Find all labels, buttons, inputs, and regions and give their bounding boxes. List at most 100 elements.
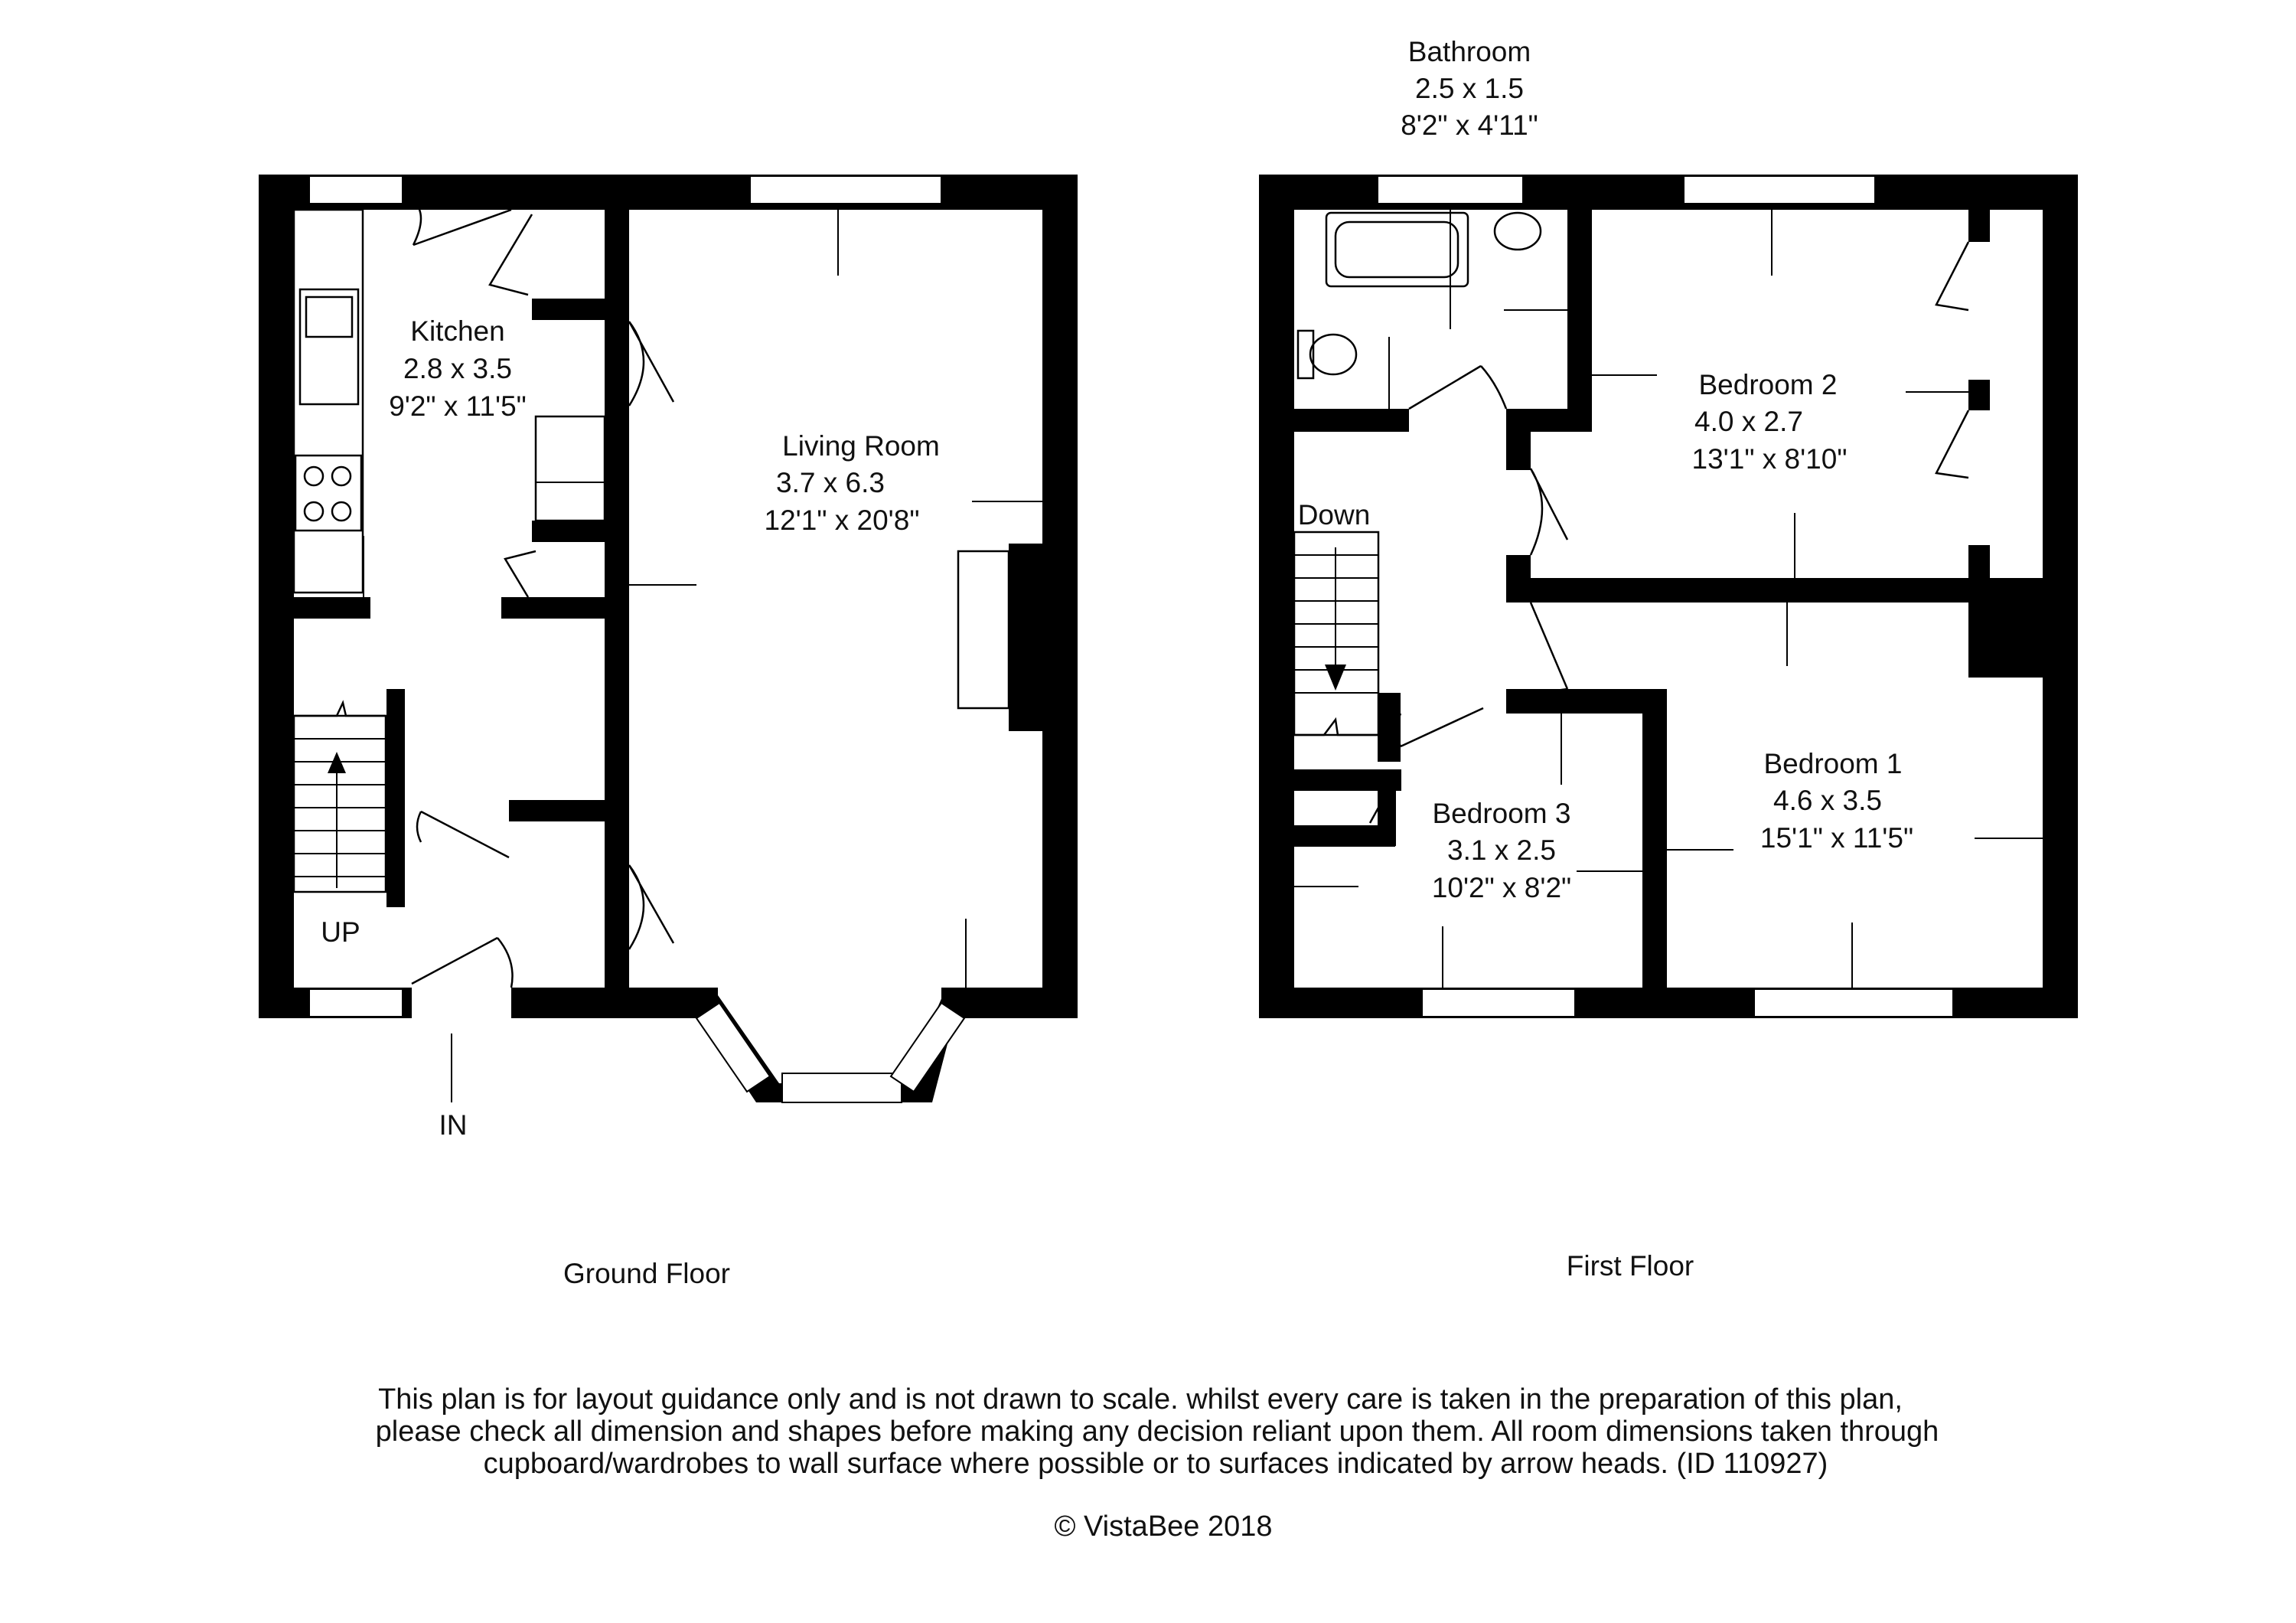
ground-partition-hall-cupboard xyxy=(509,800,608,821)
toilet-bowl xyxy=(1309,333,1358,376)
bedroom1-metric: 4.6 x 3.5 xyxy=(1773,785,1882,816)
bedroom1-door xyxy=(1529,602,1569,694)
ground-dimension-arrows xyxy=(363,210,1042,1102)
kitchen-imperial: 9'2" x 11'5" xyxy=(389,390,527,422)
bedroom3-door xyxy=(1395,707,1484,748)
bed2-wall-bottom xyxy=(1506,578,1981,603)
bedroom3-metric: 3.1 x 2.5 xyxy=(1447,834,1556,866)
bedroom2-door xyxy=(1529,468,1569,556)
living-imperial: 12'1" x 20'8" xyxy=(765,505,920,536)
ground-partition-kitchen-hall xyxy=(294,597,370,619)
bedroom2-imperial: 13'1" x 8'10" xyxy=(1692,443,1848,475)
kitchen-metric: 2.8 x 3.5 xyxy=(403,353,512,384)
kitchen-cupboard xyxy=(534,415,606,522)
kitchen-hob xyxy=(294,454,363,532)
bedroom1-name: Bedroom 1 xyxy=(1764,748,1903,779)
kitchen-sink-bowl xyxy=(305,296,354,338)
first-wall-left xyxy=(1259,175,1294,1018)
bedroom3-window xyxy=(1421,988,1576,1017)
ground-wall-left xyxy=(259,175,294,1018)
stair-up-arrow-head xyxy=(328,752,346,773)
bed2-wardrobe-door-2 xyxy=(1935,410,1970,479)
front-door xyxy=(411,936,514,988)
bed2-wardrobe-top xyxy=(1968,210,1990,242)
bed3-wall-top xyxy=(1506,689,1667,714)
ground-partition-main xyxy=(605,210,629,988)
living-door-bottom xyxy=(628,864,675,950)
copyright-text: © VistaBee 2018 xyxy=(1054,1510,1272,1543)
ground-stair-wall xyxy=(386,689,405,907)
living-top-window xyxy=(749,175,942,204)
ground-wall-bottom-mid xyxy=(511,988,718,1018)
bed1-bed3-wall xyxy=(1642,689,1667,988)
bathroom-window xyxy=(1377,175,1524,204)
ground-staircase xyxy=(292,700,387,893)
kitchen-sink xyxy=(298,288,360,406)
disclaimer-line-3: cupboard/wardrobes to wall surface where… xyxy=(484,1448,1828,1480)
kitchen-name: Kitchen xyxy=(410,315,504,347)
footer: This plan is for layout guidance only an… xyxy=(376,1383,1939,1543)
hall-door xyxy=(416,810,510,859)
bay-window-right xyxy=(889,1001,966,1093)
bath-tub-inner xyxy=(1334,220,1459,279)
bedroom3-imperial: 10'2" x 8'2" xyxy=(1432,872,1571,903)
hob-ring-4 xyxy=(331,501,352,522)
bathroom-metric: 2.5 x 1.5 xyxy=(1415,73,1524,104)
stair-up-label: UP xyxy=(321,916,360,948)
ground-partition-cupboard-low xyxy=(501,597,608,619)
living-door-top xyxy=(628,321,675,407)
kitchen-worktop xyxy=(292,208,364,594)
first-wall-right xyxy=(2043,175,2078,1018)
wash-basin xyxy=(1493,211,1542,251)
bathroom-wall-bottom-left xyxy=(1294,409,1409,432)
kitchen-cupboard-door-top xyxy=(488,214,533,296)
bathroom-name: Bathroom xyxy=(1408,36,1531,67)
ground-chimney xyxy=(1009,544,1045,731)
first-floor-title: First Floor xyxy=(1567,1250,1694,1282)
toilet-cistern xyxy=(1296,329,1315,380)
bed3-cupboard-door xyxy=(1368,772,1399,824)
hob-ring-2 xyxy=(331,465,352,487)
bathroom-wall-right xyxy=(1567,210,1592,424)
hob-ring-3 xyxy=(303,501,325,522)
bathroom-door xyxy=(1408,364,1508,410)
stair-down-arrow-head xyxy=(1325,665,1346,691)
ground-wall-right xyxy=(1042,175,1078,1018)
first-staircase xyxy=(1293,531,1380,736)
bathroom-imperial: 8'2" x 4'11" xyxy=(1401,109,1538,141)
ground-partition-cupboard-top xyxy=(532,299,608,320)
kitchen-window xyxy=(308,175,403,204)
understair-cupboard-door xyxy=(504,550,536,598)
hall-front-window xyxy=(308,988,403,1017)
first-floor-plan: Bathroom 2.5 x 1.5 8'2" x 4'11" Bedroom … xyxy=(1259,36,2078,1282)
bedroom3-name: Bedroom 3 xyxy=(1433,798,1571,829)
bedroom1-imperial: 15'1" x 11'5" xyxy=(1760,822,1913,854)
hob-ring-1 xyxy=(303,465,325,487)
first-wall-bottom xyxy=(1259,988,2078,1018)
ground-fireplace-hearth xyxy=(957,550,1010,710)
disclaimer-line-1: This plan is for layout guidance only an… xyxy=(378,1383,1903,1416)
bedroom2-metric: 4.0 x 2.7 xyxy=(1694,406,1803,437)
stair-down-label: Down xyxy=(1298,499,1371,531)
bay-window-left xyxy=(695,1001,771,1093)
ground-partition-cupboard-mid xyxy=(532,521,608,542)
entrance-label: IN xyxy=(439,1109,468,1141)
first-chimney xyxy=(1968,578,2045,678)
ground-floor-plan: Kitchen 2.8 x 3.5 9'2" x 11'5" Living Ro… xyxy=(259,175,1078,1289)
first-dimension-arrows xyxy=(1294,210,2043,988)
bed2-wardrobe-mid xyxy=(1968,380,1990,410)
bedroom1-window xyxy=(1753,988,1954,1017)
bed2-wardrobe-door-1 xyxy=(1935,241,1970,312)
bath-tub xyxy=(1325,211,1469,288)
bed2-wardrobe-bottom xyxy=(1968,545,1990,579)
living-name: Living Room xyxy=(782,430,940,462)
ground-wall-bottom-right xyxy=(941,988,1078,1018)
bedroom2-name: Bedroom 2 xyxy=(1699,369,1838,400)
bay-window-centre xyxy=(781,1073,902,1103)
disclaimer-line-2: please check all dimension and shapes be… xyxy=(376,1416,1939,1448)
kitchen-back-door xyxy=(412,200,512,247)
bedroom2-window xyxy=(1683,175,1876,204)
ground-floor-title: Ground Floor xyxy=(563,1258,730,1289)
living-metric: 3.7 x 6.3 xyxy=(776,467,885,498)
